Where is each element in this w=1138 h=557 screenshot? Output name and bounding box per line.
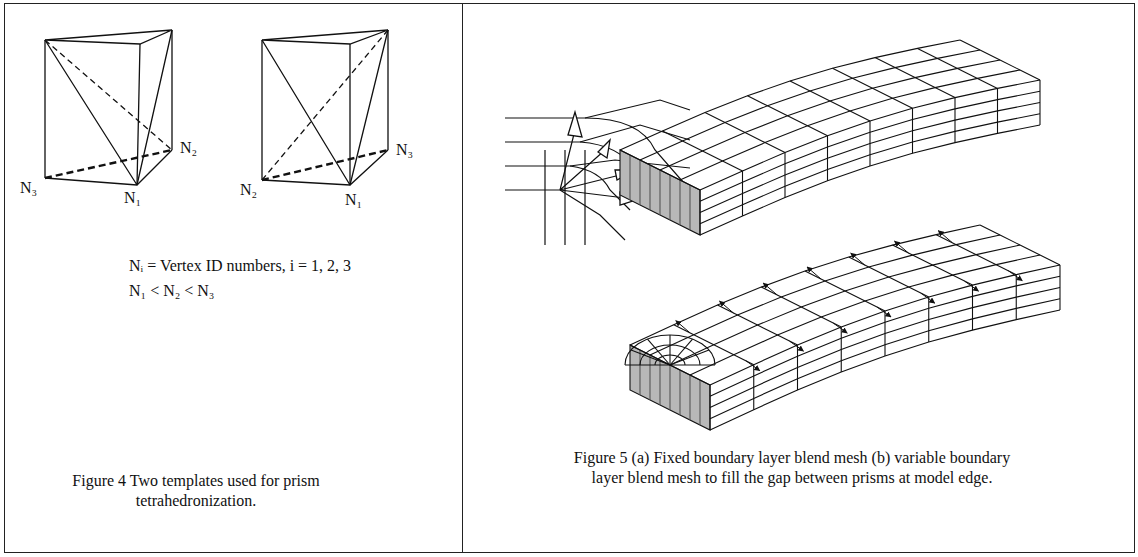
vertex-label: N₁	[124, 190, 141, 206]
vertex-label: N₂	[240, 182, 257, 198]
figure-caption: Figure 5 (a) Fixed boundary layer blend …	[567, 448, 1017, 488]
vertex-label: N₂	[180, 140, 197, 156]
legend-note: N₁ < N₂ < N₃	[129, 281, 329, 301]
blend-mesh-3d	[620, 40, 1060, 430]
prism-template-1	[45, 30, 172, 185]
vertex-label: N₁	[345, 192, 362, 208]
legend-note: Nᵢ = Vertex ID numbers, i = 1, 2, 3	[129, 256, 459, 276]
vertex-label: N₃	[396, 142, 413, 158]
prism-template-2	[262, 30, 388, 185]
figure-caption: Figure 4 Two templates used for prism te…	[31, 471, 361, 511]
figure-panel: Figure 5 (a) Fixed boundary layer blend …	[462, 3, 1135, 553]
figure-panel: Nᵢ = Vertex ID numbers, i = 1, 2, 3 N₁ < …	[4, 3, 463, 553]
vertex-label: N₃	[20, 180, 37, 196]
